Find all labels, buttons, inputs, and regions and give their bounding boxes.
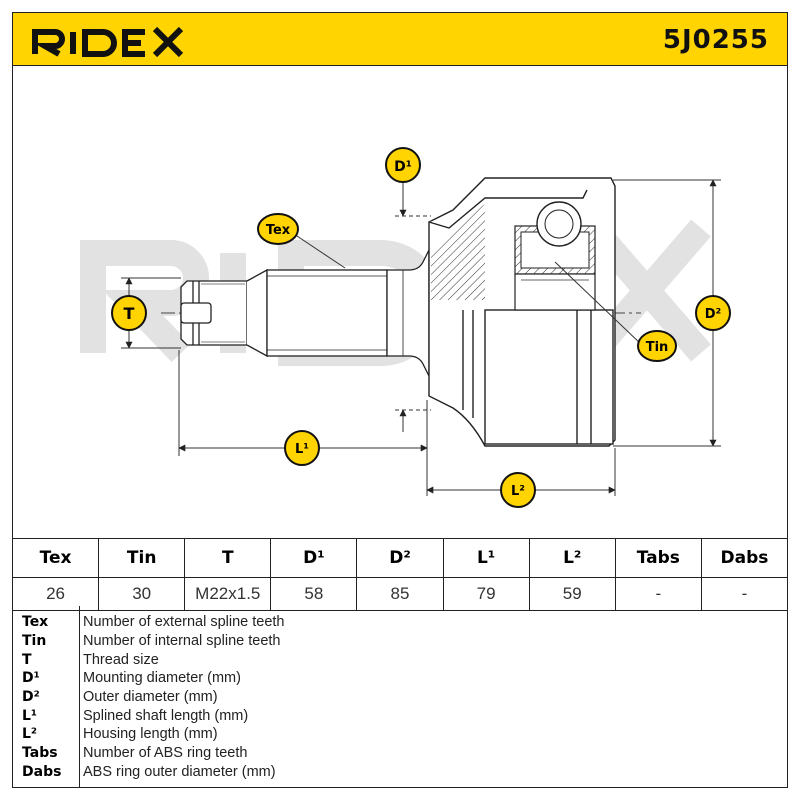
legend-key: D¹ xyxy=(22,670,40,686)
ridex-logo xyxy=(32,26,184,57)
housing-section-hatch xyxy=(431,204,485,300)
header-l1: L¹ xyxy=(442,538,530,578)
value-d1: 58 xyxy=(270,577,358,611)
header-tin: Tin xyxy=(98,538,186,578)
legend-row: Tin Number of internal spline teeth xyxy=(13,633,787,652)
bearing-cage xyxy=(514,201,596,311)
value-d2: 85 xyxy=(356,577,444,611)
svg-text:L²: L² xyxy=(511,484,525,499)
legend-key: Tabs xyxy=(22,745,58,761)
value-tex: 26 xyxy=(11,577,100,611)
legend-row: L² Housing length (mm) xyxy=(13,726,787,745)
joint-housing xyxy=(428,177,616,447)
header-t: T xyxy=(184,538,272,578)
technical-drawing: T D¹ Tex D² Tin L¹ L² xyxy=(12,66,788,538)
legend-row: D¹ Mounting diameter (mm) xyxy=(13,670,787,689)
legend-key: L² xyxy=(22,726,38,742)
legend-row: T Thread size xyxy=(13,652,787,671)
splined-shaft xyxy=(266,249,430,377)
callout-d1: D¹ xyxy=(385,147,421,183)
cv-joint-diagram: T D¹ Tex D² Tin L¹ L² xyxy=(80,147,731,508)
spec-header-row: Tex Tin T D¹ D² L¹ L² Tabs Dabs xyxy=(11,538,789,578)
legend-desc: Splined shaft length (mm) xyxy=(83,708,249,724)
legend-box: Tex Number of external spline teeth Tin … xyxy=(12,606,788,788)
legend-divider xyxy=(79,606,80,787)
legend-key: Tin xyxy=(22,633,47,649)
legend-key: Dabs xyxy=(22,764,62,780)
header-d1: D¹ xyxy=(270,538,358,578)
header-d2: D² xyxy=(356,538,444,578)
svg-text:D¹: D¹ xyxy=(394,159,412,175)
legend-key: D² xyxy=(22,689,40,705)
value-t: M22x1.5 xyxy=(184,577,272,611)
value-tabs: - xyxy=(614,577,702,611)
legend-row: Dabs ABS ring outer diameter (mm) xyxy=(13,764,787,783)
legend-key: T xyxy=(22,652,32,668)
value-tin: 30 xyxy=(98,577,186,611)
header-l2: L² xyxy=(528,538,616,578)
spec-table: Tex Tin T D¹ D² L¹ L² Tabs Dabs 26 30 M2… xyxy=(11,538,789,611)
legend-row: L¹ Splined shaft length (mm) xyxy=(13,708,787,727)
callout-d2: D² xyxy=(695,295,731,331)
svg-text:Tin: Tin xyxy=(646,340,669,355)
header-tex: Tex xyxy=(11,538,100,578)
legend-desc: ABS ring outer diameter (mm) xyxy=(83,764,276,780)
legend-key: L¹ xyxy=(22,708,38,724)
legend-row: Tex Number of external spline teeth xyxy=(13,614,787,633)
part-number: 5J0255 xyxy=(662,25,769,55)
legend-desc: Number of external spline teeth xyxy=(83,614,285,630)
header-dabs: Dabs xyxy=(700,538,789,578)
legend-desc: Outer diameter (mm) xyxy=(83,689,218,705)
value-l1: 79 xyxy=(442,577,530,611)
legend-desc: Mounting diameter (mm) xyxy=(83,670,241,686)
threaded-end xyxy=(180,268,268,358)
legend-desc: Thread size xyxy=(83,652,159,668)
legend-desc: Housing length (mm) xyxy=(83,726,218,742)
callout-t: T xyxy=(111,295,147,331)
header-tabs: Tabs xyxy=(614,538,702,578)
callout-l1: L¹ xyxy=(284,430,320,466)
thread-lines xyxy=(201,283,245,343)
svg-text:D²: D² xyxy=(705,307,722,322)
callout-tex: Tex xyxy=(257,213,299,245)
legend-row: D² Outer diameter (mm) xyxy=(13,689,787,708)
legend-row: Tabs Number of ABS ring teeth xyxy=(13,745,787,764)
callout-l2: L² xyxy=(500,472,536,508)
legend-desc: Number of ABS ring teeth xyxy=(83,745,248,761)
svg-text:T: T xyxy=(124,304,135,323)
value-dabs: - xyxy=(700,577,789,611)
legend-key: Tex xyxy=(22,614,49,630)
callout-tin: Tin xyxy=(637,330,677,362)
header-bar: 5J0255 xyxy=(12,12,788,66)
spec-value-row: 26 30 M22x1.5 58 85 79 59 - - xyxy=(11,577,789,611)
svg-text:L¹: L¹ xyxy=(295,442,309,457)
legend-desc: Number of internal spline teeth xyxy=(83,633,281,649)
svg-text:Tex: Tex xyxy=(266,223,291,238)
